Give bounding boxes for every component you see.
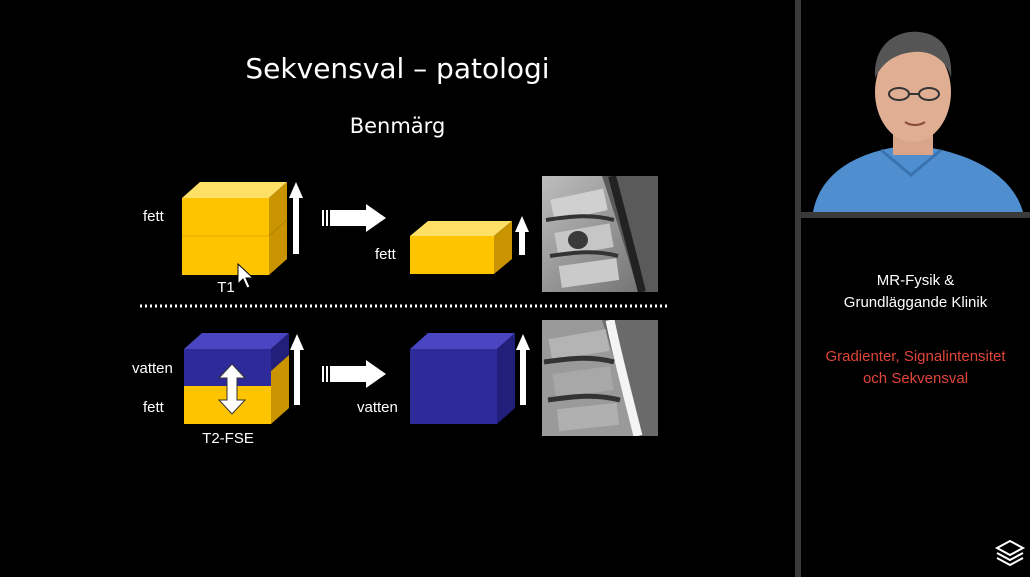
water-cube-result — [410, 333, 515, 424]
fat-label-bottom: fett — [143, 399, 164, 416]
presenter-webcam — [801, 0, 1030, 212]
signal-arrow-up-icon — [289, 182, 303, 254]
transition-arrow-icon — [322, 204, 386, 232]
water-fat-cube-t2 — [184, 333, 289, 424]
signal-arrow-up-bottom-icon — [290, 334, 304, 405]
mouse-pointer-icon — [237, 262, 255, 289]
course-title: MR-Fysik & Grundläggande Klinik — [801, 270, 1030, 314]
lecture-topic-line1: Gradienter, Signalintensitet — [825, 348, 1006, 365]
presentation-slide: Sekvensval – patologi Benmärg — [132, 52, 668, 447]
slide-subtitle: Benmärg — [349, 114, 446, 138]
mri-image-t1 — [542, 176, 658, 292]
layers-logo-icon — [994, 539, 1026, 567]
signal-arrow-up-small-icon — [515, 216, 529, 255]
vertical-divider — [795, 0, 801, 577]
signal-arrow-up-bottom-result-icon — [516, 334, 530, 405]
t1-label: T1 — [217, 279, 235, 296]
course-title-line2: Grundläggande Klinik — [843, 294, 988, 311]
transition-arrow-bottom-icon — [322, 360, 386, 388]
lecture-topic-line2: och Sekvensval — [862, 370, 969, 387]
water-result-label: vatten — [357, 399, 398, 416]
lecture-topic: Gradienter, Signalintensitet och Sekvens… — [801, 346, 1030, 390]
fat-cube-t1 — [182, 182, 288, 275]
double-arrow-icon — [217, 363, 247, 415]
slide-title: Sekvensval – patologi — [245, 52, 550, 85]
fat-result-label: fett — [375, 246, 396, 263]
water-label: vatten — [132, 360, 173, 377]
mri-image-t2 — [542, 320, 658, 436]
horizontal-divider — [801, 212, 1030, 218]
fat-block-result — [410, 221, 512, 274]
course-title-line1: MR-Fysik & — [876, 272, 955, 289]
bone-marrow-diagram — [140, 182, 668, 424]
fat-label-top: fett — [143, 208, 164, 225]
t2-fse-label: T2-FSE — [202, 430, 254, 447]
